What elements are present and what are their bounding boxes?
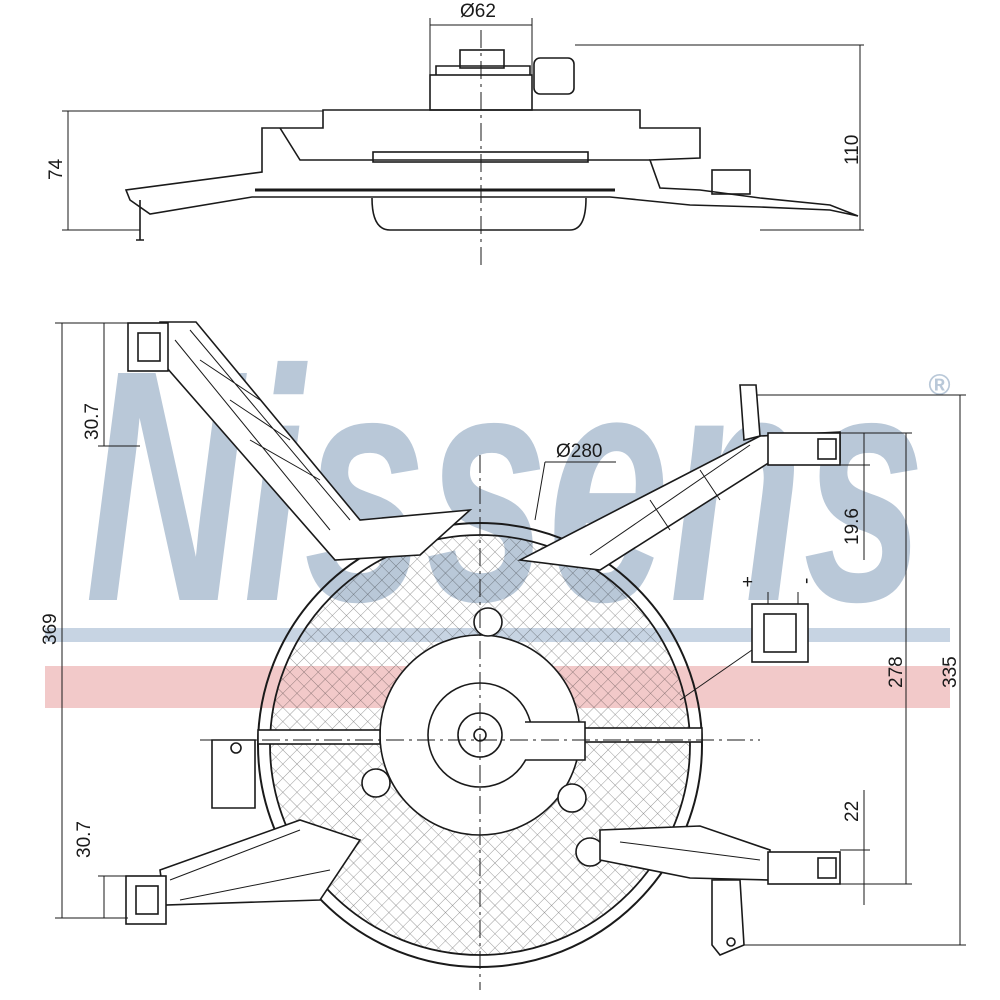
label-width-right: 335 [940, 656, 961, 688]
fan-diameter-leader [534, 461, 616, 521]
shroud-hub-ring [372, 151, 589, 163]
label-offset-bottom-right: 22 [842, 801, 863, 822]
side-bracket-left [211, 739, 256, 809]
motor-cap [459, 49, 505, 69]
grommet-top-left [127, 322, 169, 372]
grommet-top-right [767, 432, 841, 466]
label-diameter-fan: Ø280 [556, 441, 602, 462]
side-mount-pin [136, 200, 144, 241]
shroud-outline [124, 109, 859, 217]
dimension-labels: Ø62 110 74 Ø280 369 30.7 30.7 19.6 278 3… [40, 1, 961, 858]
screw-boss-left [361, 768, 391, 798]
label-height-overall: 369 [40, 613, 61, 645]
label-diameter-hub: Ø62 [460, 1, 496, 22]
motor-terminal [533, 57, 575, 95]
side-tab [711, 169, 751, 195]
screw-boss-top [473, 607, 503, 637]
label-offset-top-left: 30.7 [82, 403, 103, 440]
mount-arm-top-left [159, 321, 473, 561]
spoke-center-bar [525, 721, 586, 761]
spoke-left [257, 729, 381, 745]
mount-tab-bottom-right [711, 879, 745, 956]
label-connector-minus: - [796, 578, 817, 584]
grommet-bottom-right [767, 851, 841, 885]
electrical-connector [751, 603, 809, 663]
grommet-bottom-left [125, 875, 167, 925]
label-height-total: 110 [842, 135, 863, 165]
screw-boss-right [557, 783, 587, 813]
label-offset-top-right: 19.6 [842, 508, 863, 545]
watermark-registered-mark: ® [928, 369, 951, 402]
shroud-inner [279, 127, 650, 161]
side-view [62, 18, 864, 270]
front-view [55, 321, 966, 990]
motor-top [435, 65, 531, 75]
label-height-body: 74 [46, 158, 67, 180]
blade-bottom [371, 197, 587, 231]
label-mount-span-right: 278 [886, 656, 907, 688]
label-offset-bottom-left: 30.7 [74, 821, 95, 858]
mount-arm-top-right-post [739, 384, 761, 442]
connector-leader [679, 649, 753, 701]
label-connector-plus: + [742, 572, 753, 593]
